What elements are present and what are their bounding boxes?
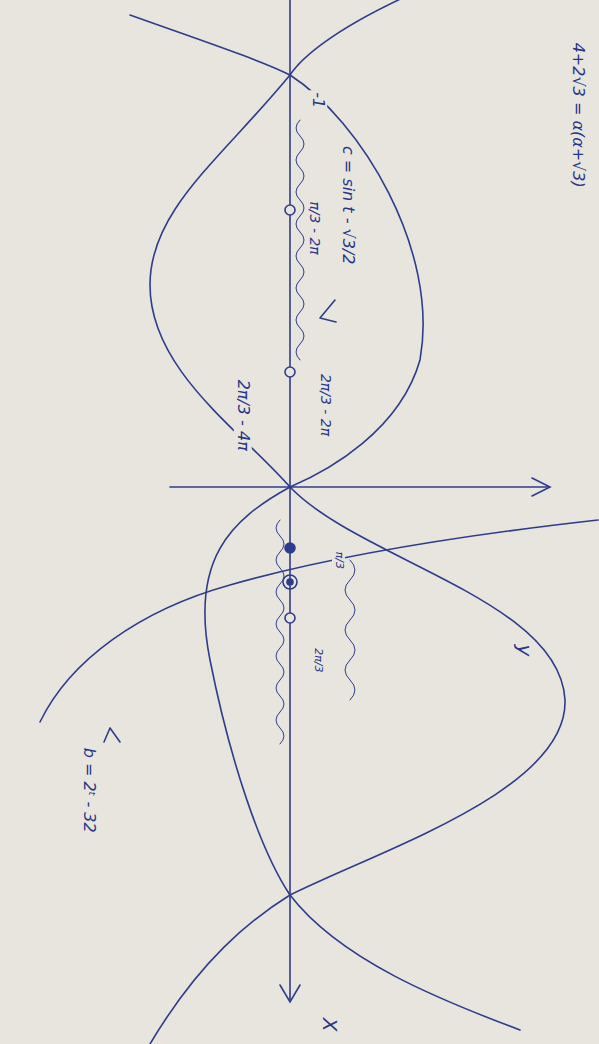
open-point — [283, 575, 297, 589]
axis-label: X — [318, 1015, 341, 1033]
open-point — [287, 579, 293, 585]
point-label: 2π/3 - 2π — [318, 372, 334, 438]
point-label: π/3 — [332, 549, 345, 570]
point-label: 2π/3 — [312, 646, 325, 674]
sine-curve — [150, 0, 565, 1044]
point-label: π/3 - 2π — [306, 199, 322, 256]
axis-label: y — [513, 642, 536, 658]
open-point — [285, 205, 295, 215]
tick-label: -1 — [309, 90, 327, 110]
equation-note: 4+2√3 = α(α+√3) — [568, 41, 586, 190]
function-label: c = sin t - √3/2 — [339, 144, 357, 267]
x-axis — [289, 0, 291, 1000]
point-label: 2π/3 - 4π — [233, 378, 251, 453]
pointer-arrow — [320, 300, 336, 322]
exponential-curve — [40, 520, 598, 722]
hatching — [296, 120, 304, 360]
filled-point — [285, 543, 295, 553]
y-axis — [170, 486, 548, 488]
hatching — [345, 560, 355, 700]
pointer-arrow — [104, 728, 120, 742]
function-label: b = 2ᵗ - 32 — [79, 746, 97, 835]
axis-arrow — [532, 478, 550, 496]
axis-arrow — [280, 985, 300, 1002]
open-point — [285, 613, 295, 623]
open-point — [285, 367, 295, 377]
sketch-curve — [130, 15, 520, 1030]
hatching — [276, 520, 284, 744]
